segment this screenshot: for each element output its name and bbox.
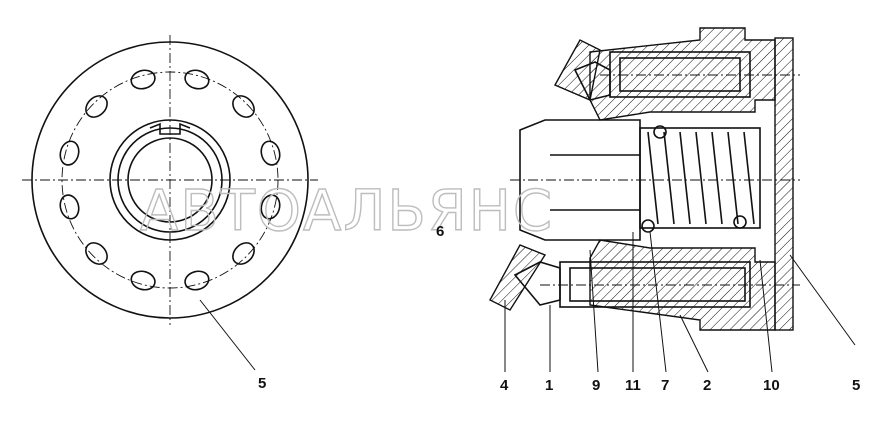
callout-11: 11 bbox=[625, 377, 641, 394]
front-leader-5 bbox=[199, 299, 256, 371]
front-port-slot bbox=[130, 270, 156, 291]
callout-9: 9 bbox=[592, 377, 600, 394]
leader-9 bbox=[589, 249, 599, 373]
callout-6: 6 bbox=[436, 223, 444, 240]
front-port-slot bbox=[184, 270, 210, 291]
spring-cavity bbox=[639, 127, 761, 229]
section-view bbox=[489, 27, 856, 373]
watermark-text: АВТОАЛЬЯНС bbox=[140, 179, 554, 244]
callout-5-right: 5 bbox=[852, 377, 860, 394]
callout-10: 10 bbox=[763, 377, 780, 394]
callout-1: 1 bbox=[545, 377, 553, 394]
spring-coil bbox=[727, 131, 739, 225]
front-port-slot bbox=[184, 69, 210, 90]
front-port-slot bbox=[130, 69, 156, 90]
end-cover bbox=[774, 37, 794, 331]
spring-coil bbox=[663, 131, 675, 225]
front-port-slot bbox=[85, 95, 108, 118]
leader-10 bbox=[759, 259, 773, 373]
callout-4: 4 bbox=[500, 377, 509, 394]
callout-5-front: 5 bbox=[258, 375, 266, 392]
callout-2: 2 bbox=[703, 377, 711, 394]
front-view bbox=[22, 35, 318, 371]
leader-7 bbox=[649, 231, 667, 373]
upper-piston bbox=[619, 57, 741, 92]
front-port-slot bbox=[59, 140, 80, 166]
leader-5-right bbox=[789, 254, 856, 346]
spring-coil bbox=[679, 131, 691, 225]
front-port-slot bbox=[232, 95, 255, 118]
front-port-group bbox=[59, 69, 281, 291]
front-port-slot bbox=[260, 194, 281, 220]
spring-coil bbox=[743, 131, 755, 225]
bearing-upper bbox=[554, 39, 601, 101]
shaft-hub bbox=[519, 119, 641, 241]
spring-coil bbox=[647, 131, 659, 225]
front-port-slot bbox=[59, 194, 80, 220]
leader-2 bbox=[679, 314, 709, 373]
front-port-slot bbox=[260, 140, 281, 166]
spring-coils bbox=[647, 131, 755, 225]
front-port-slot bbox=[232, 242, 255, 265]
spring-coil bbox=[695, 131, 707, 225]
front-port-slot bbox=[85, 242, 108, 265]
callout-7: 7 bbox=[661, 377, 669, 394]
ball-seat-lower bbox=[513, 261, 561, 306]
spring-coil bbox=[711, 131, 723, 225]
ball-upper bbox=[653, 125, 667, 139]
ball-7 bbox=[733, 215, 747, 229]
ball-11 bbox=[641, 219, 655, 233]
housing-upper bbox=[589, 27, 776, 121]
ball-seat-upper bbox=[573, 61, 611, 101]
